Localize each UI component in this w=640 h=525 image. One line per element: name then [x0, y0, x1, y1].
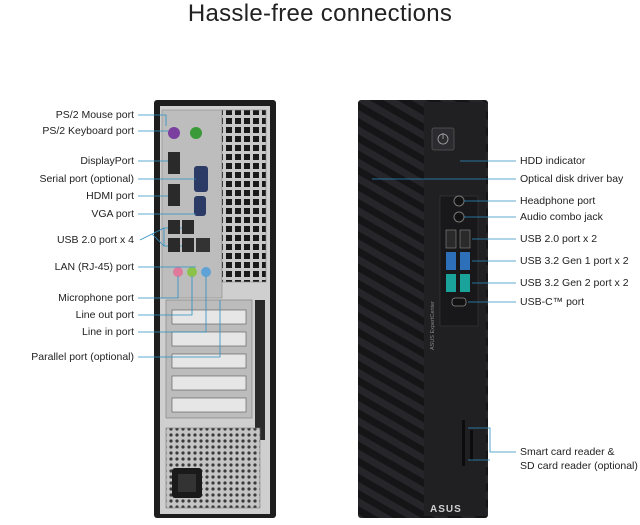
label-hdmi-port: HDMI port	[86, 190, 134, 202]
label-usb20-front: USB 2.0 port x 2	[520, 233, 598, 245]
rear-ports	[168, 127, 211, 277]
front-view-case	[358, 100, 488, 518]
page-title: Hassle-free connections	[187, 0, 453, 27]
label-serial-port: Serial port (optional)	[39, 173, 134, 185]
label-ps2-mouse-port: PS/2 Mouse port	[55, 109, 134, 121]
label-ps2-keyboard-port: PS/2 Keyboard port	[42, 125, 134, 137]
label-usb20-rear: USB 2.0 port x 4	[56, 234, 134, 246]
label-smart-card-reader: Smart card reader &	[520, 446, 615, 458]
label-usb-c-port: USB-C™ port	[520, 296, 585, 308]
label-hdd-indicator: HDD indicator	[520, 155, 586, 167]
label-headphone-port: Headphone port	[520, 195, 596, 207]
label-lan-port: LAN (RJ-45) port	[54, 261, 134, 273]
front-side-text: ASUS ExpertCenter	[430, 301, 436, 350]
label-displayport: DisplayPort	[80, 155, 134, 167]
label-parallel-port: Parallel port (optional)	[31, 351, 134, 363]
label-line-out-port: Line out port	[75, 309, 134, 321]
label-vga-port: VGA port	[91, 208, 134, 220]
label-usb32-gen1: USB 3.2 Gen 1 port x 2	[520, 255, 629, 267]
label-optical-bay: Optical disk driver bay	[520, 173, 624, 185]
label-line-in-port: Line in port	[82, 326, 134, 338]
rear-view-case	[154, 100, 276, 518]
label-microphone-port: Microphone port	[58, 292, 134, 304]
leader-lines	[138, 114, 516, 461]
label-audio-combo-jack: Audio combo jack	[520, 211, 603, 223]
asus-logo-text: ASUS	[430, 504, 462, 515]
label-usb32-gen2: USB 3.2 Gen 2 port x 2	[520, 277, 629, 289]
label-sd-card-reader: SD card reader (optional)	[520, 460, 638, 472]
